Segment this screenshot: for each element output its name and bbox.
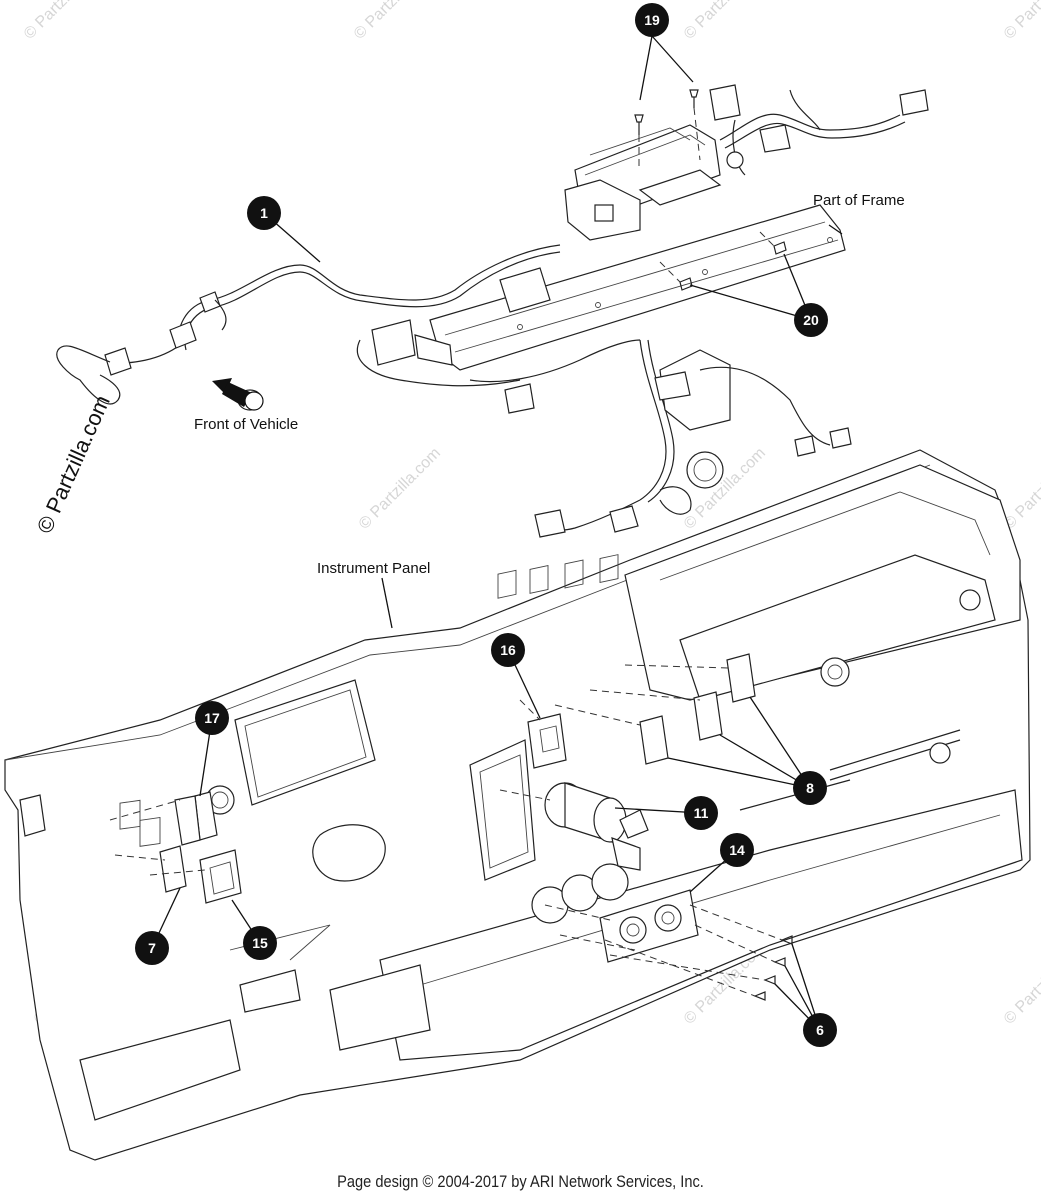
front-arrow bbox=[212, 378, 264, 411]
callout-number: 8 bbox=[806, 780, 814, 796]
callout-number: 14 bbox=[729, 842, 745, 858]
callout-number: 19 bbox=[644, 12, 660, 28]
watermark: © Partzilla.com bbox=[21, 0, 109, 43]
callout-20[interactable]: 20 bbox=[794, 303, 828, 337]
callout-number: 16 bbox=[500, 642, 516, 658]
watermark: © Partzilla.com bbox=[681, 0, 769, 43]
watermark: © Partzilla.com bbox=[351, 0, 439, 43]
callout-15[interactable]: 15 bbox=[243, 926, 277, 960]
instrument-panel bbox=[4, 449, 1031, 1161]
callout-8[interactable]: 8 bbox=[793, 771, 827, 805]
part-of-frame-label: Part of Frame bbox=[813, 192, 905, 209]
page-footer: Page design © 2004-2017 by ARI Network S… bbox=[337, 1172, 704, 1191]
callout-number: 6 bbox=[816, 1022, 824, 1038]
callout-7[interactable]: 7 bbox=[135, 931, 169, 965]
callout-16[interactable]: 16 bbox=[491, 633, 525, 667]
callouts: 19 1 20 16 17 8 11 14 7 15 6 bbox=[135, 3, 837, 1047]
callout-number: 17 bbox=[204, 710, 220, 726]
callout-19[interactable]: 19 bbox=[635, 3, 669, 37]
side-copyright: © Partzilla.com bbox=[32, 391, 115, 537]
callout-number: 20 bbox=[803, 312, 819, 328]
panel-components bbox=[109, 653, 793, 1001]
callout-number: 1 bbox=[260, 205, 268, 221]
frame-and-harness bbox=[56, 84, 929, 538]
watermark: © Partzilla.com bbox=[1001, 0, 1041, 43]
callout-number: 15 bbox=[252, 935, 268, 951]
callout-6[interactable]: 6 bbox=[803, 1013, 837, 1047]
instrument-panel-label: Instrument Panel bbox=[317, 560, 430, 577]
callout-number: 11 bbox=[694, 805, 709, 821]
callout-14[interactable]: 14 bbox=[720, 833, 754, 867]
front-of-vehicle-label: Front of Vehicle bbox=[194, 416, 298, 433]
callout-11[interactable]: 11 bbox=[684, 796, 718, 830]
callout-number: 7 bbox=[148, 940, 156, 956]
watermark: © Partzilla.com bbox=[1001, 940, 1041, 1028]
watermark: © Partzilla.com bbox=[356, 445, 444, 533]
callout-1[interactable]: 1 bbox=[247, 196, 281, 230]
callout-17[interactable]: 17 bbox=[195, 701, 229, 735]
